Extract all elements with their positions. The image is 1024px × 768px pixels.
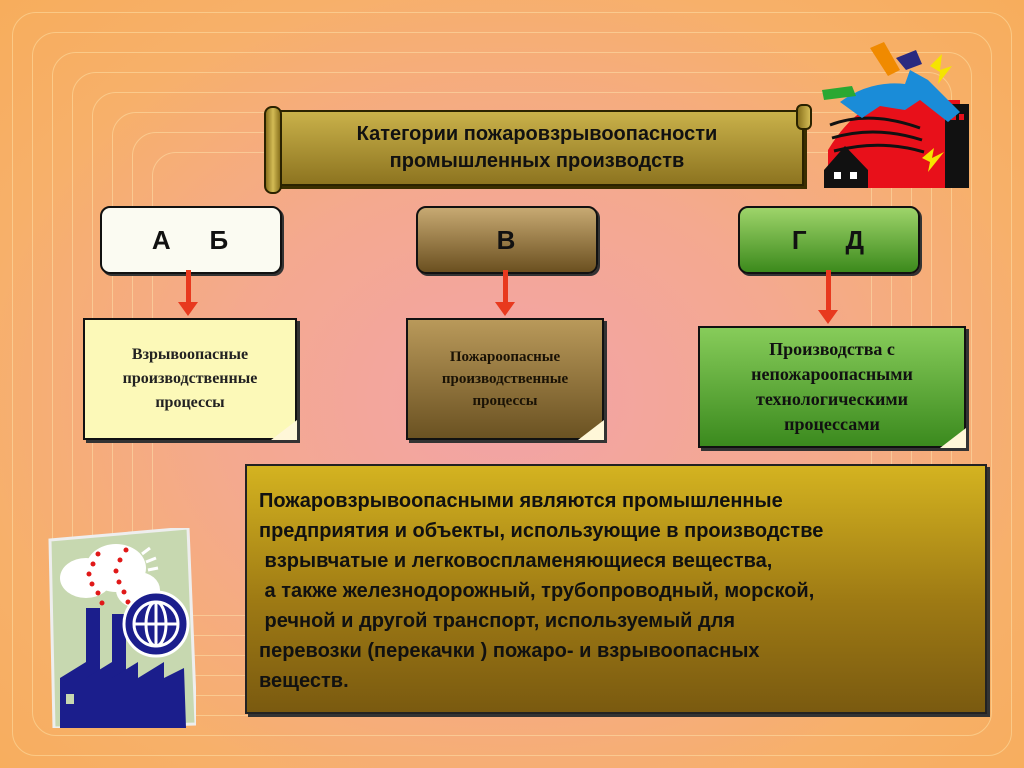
scroll-curl-left	[264, 106, 282, 194]
slide-title-banner: Категории пожаровзрывоопасности промышле…	[264, 104, 812, 194]
slide-title-line: промышленных производств	[389, 150, 685, 172]
arrow-down-icon	[178, 270, 198, 316]
note-line: процессами	[784, 414, 880, 434]
category-gd-box: Г Д	[738, 206, 920, 274]
page-fold-icon	[578, 420, 604, 440]
definition-line: веществ.	[259, 670, 349, 692]
note-fire-hazard-processes: Пожароопасные производственные процессы	[406, 318, 604, 440]
note-line: процессы	[472, 393, 538, 409]
category-ab-box: А Б	[100, 206, 282, 274]
note-line: Производства с	[769, 339, 895, 359]
note-line: Взрывоопасные	[131, 346, 249, 363]
definition-line: а также железнодорожный, трубопроводный,…	[259, 580, 815, 602]
factory-globe-clipart-icon	[48, 528, 196, 728]
page-fold-icon	[271, 420, 297, 440]
note-explosive-processes: Взрывоопасные производственные процессы	[83, 318, 297, 440]
category-ab-label: А Б	[151, 224, 231, 255]
bg-ring	[32, 32, 992, 736]
bg-ring	[12, 12, 1012, 756]
category-gd-label: Г Д	[791, 224, 867, 255]
arrow-down-icon	[495, 270, 515, 316]
note-line: непожароопасными	[751, 364, 913, 384]
category-v-box: В	[416, 206, 598, 274]
definition-line: предприятия и объекты, использующие в пр…	[259, 520, 824, 542]
note-line: технологическими	[756, 389, 908, 409]
note-line: производственные	[122, 370, 258, 387]
note-line: Пожароопасные	[449, 349, 561, 365]
slide-title-line: Категории пожаровзрывоопасности	[356, 123, 718, 145]
category-v-label: В	[496, 224, 518, 255]
note-non-fire-hazard-production: Производства с непожароопасными технолог…	[698, 326, 966, 448]
definition-text-box: Пожаровзрывоопасными являются промышленн…	[245, 464, 987, 714]
definition-line: взрывчатые и легковоспламеняющиеся вещес…	[259, 550, 773, 572]
explosion-clipart-icon	[822, 42, 969, 188]
scroll-curl-right	[796, 104, 812, 130]
bg-ring	[52, 52, 972, 716]
definition-line: Пожаровзрывоопасными являются промышленн…	[259, 490, 783, 512]
definition-line: перевозки (перекачки ) пожаро- и взрывоо…	[259, 640, 760, 662]
page-fold-icon	[940, 428, 966, 448]
arrow-down-icon	[818, 270, 838, 324]
note-line: производственные	[441, 371, 569, 387]
definition-line: речной и другой транспорт, используемый …	[259, 610, 736, 632]
note-line: процессы	[155, 394, 225, 411]
